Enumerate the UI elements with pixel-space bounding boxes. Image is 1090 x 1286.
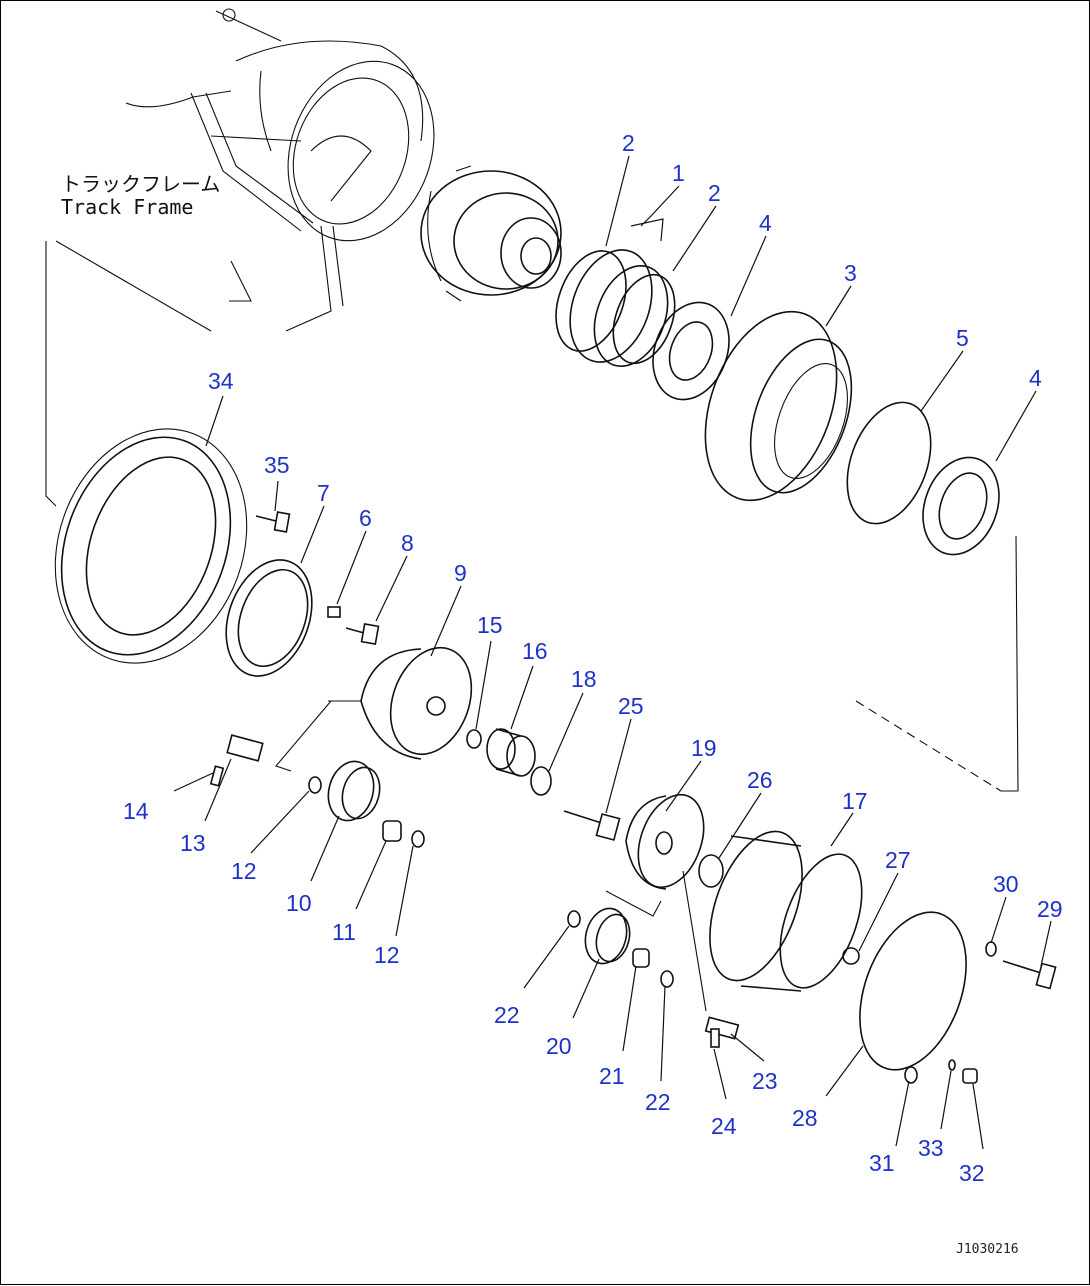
callout-label: 34 (208, 368, 234, 394)
callout-label: 29 (1037, 896, 1063, 922)
lock-plate (327, 606, 341, 618)
callout-label: 4 (759, 210, 772, 236)
callout-label: 31 (869, 1150, 895, 1176)
planet-shaft-23 (704, 1016, 740, 1040)
cover (859, 911, 967, 1071)
callout-label: 5 (956, 325, 969, 351)
callout-label: 27 (885, 847, 911, 873)
callout-label: 4 (1029, 365, 1042, 391)
track-frame-drawing (125, 8, 435, 332)
callout-label: 1 (672, 160, 685, 186)
callout-label: 12 (374, 942, 400, 968)
callout-label: 10 (286, 890, 312, 916)
track-frame-label-en: Track Frame (61, 195, 193, 219)
callout-label: 6 (359, 505, 372, 531)
thrust-washer-22 (567, 910, 581, 928)
callout-label: 18 (571, 666, 597, 692)
reference-lines (45, 240, 1019, 1012)
callout-labels: 1 2 2 4 3 5 4 34 35 7 6 8 9 15 16 18 25 … (123, 130, 1063, 1186)
planet-gear-no2 (584, 907, 631, 965)
output-shaft (563, 810, 621, 841)
planet-shaft (209, 734, 264, 787)
callout-label: 28 (792, 1105, 818, 1131)
thrust-washer (308, 776, 322, 794)
callout-label: 22 (645, 1089, 671, 1115)
callout-label: 7 (317, 480, 330, 506)
needle-bearing-21 (632, 948, 650, 968)
track-frame-label-jp: トラックフレーム (61, 172, 220, 196)
bearing-lower (922, 456, 1000, 556)
callout-label: 13 (180, 830, 206, 856)
planet-gear-no1 (327, 760, 381, 822)
retainer-ring (225, 559, 313, 677)
floating-seal-parts (555, 249, 676, 368)
callout-label: 35 (264, 452, 290, 478)
figure-id: J1030216 (956, 1242, 1019, 1257)
callout-label: 26 (747, 767, 773, 793)
o-ring-31 (904, 1066, 918, 1084)
callout-label: 3 (844, 260, 857, 286)
callout-label: 9 (454, 560, 467, 586)
final-drive-housing (420, 165, 562, 302)
thrust-washer-22 (660, 970, 674, 988)
callout-label: 21 (599, 1063, 625, 1089)
plug-27 (842, 947, 860, 965)
leader-lines (173, 155, 1052, 1150)
callout-label: 22 (494, 1002, 520, 1028)
callout-label: 2 (708, 180, 721, 206)
bearing-upper (652, 301, 730, 401)
carrier-no2 (625, 793, 705, 890)
callout-label: 20 (546, 1033, 572, 1059)
callout-label: 2 (622, 130, 635, 156)
callout-label: 19 (691, 735, 717, 761)
sprocket (54, 428, 248, 664)
hub-bolt (345, 622, 380, 646)
callout-label: 15 (477, 612, 503, 638)
callout-label: 14 (123, 798, 149, 824)
spacer-26 (698, 854, 724, 888)
hub (704, 310, 853, 502)
pin-24 (710, 1028, 720, 1048)
drain-plug (962, 1068, 978, 1084)
callout-label: 33 (918, 1135, 944, 1161)
callout-label: 11 (332, 919, 356, 945)
sun-gear-no1 (486, 728, 536, 777)
ring-gear (709, 830, 863, 992)
sprocket-bolt (255, 511, 291, 533)
callout-label: 32 (959, 1160, 985, 1186)
callout-label: 17 (842, 788, 868, 814)
carrier-no1 (360, 646, 473, 760)
callout-label: 24 (711, 1113, 737, 1139)
thrust-washer (411, 830, 425, 848)
callout-label: 23 (752, 1068, 778, 1094)
callout-label: 16 (522, 638, 548, 664)
needle-bearing (382, 820, 402, 842)
cover-washer (985, 941, 997, 957)
callout-label: 12 (231, 858, 257, 884)
thrust-washer-15 (466, 729, 482, 749)
callout-label: 25 (618, 693, 644, 719)
cover-bolt (1002, 960, 1057, 990)
o-ring-33 (948, 1059, 956, 1071)
callout-label: 8 (401, 530, 414, 556)
o-ring (846, 401, 932, 525)
callout-label: 30 (993, 871, 1019, 897)
snap-ring (530, 766, 552, 796)
